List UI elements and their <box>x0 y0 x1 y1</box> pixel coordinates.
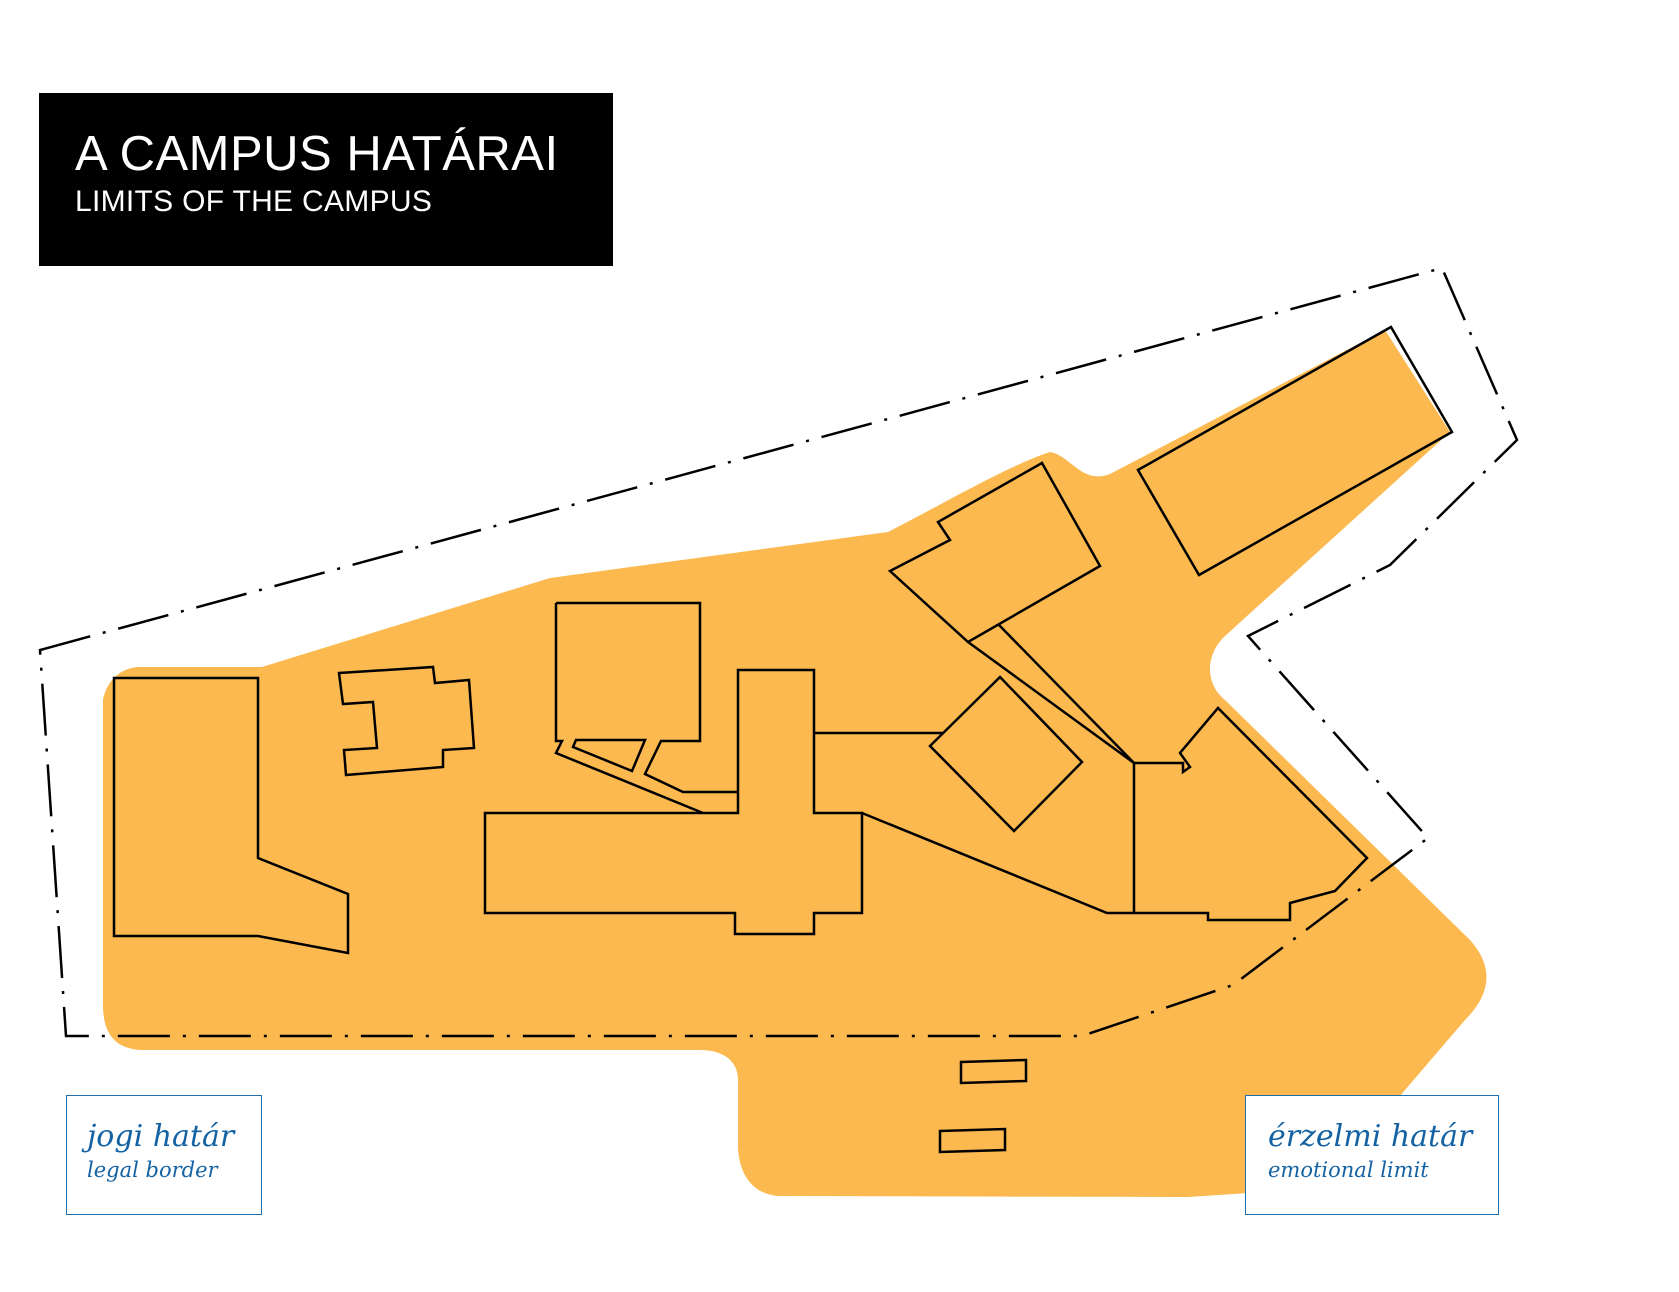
building-diamond <box>928 675 1084 833</box>
outbuilding-2 <box>938 1127 1007 1154</box>
building-northeast <box>1136 325 1454 577</box>
legend-emotional-limit: érzelmi határ emotional limit <box>1245 1095 1499 1215</box>
buildings <box>112 325 1454 1154</box>
building-wedge <box>571 738 647 773</box>
legal-border-line <box>38 266 1519 1038</box>
building-small-h <box>337 665 476 777</box>
map-subtitle: LIMITS OF THE CAMPUS <box>75 185 433 218</box>
legend-emotional-label: érzelmi határ <box>1268 1119 1473 1154</box>
corridor-diagonal <box>861 811 1134 915</box>
map-title: A CAMPUS HATÁRAI <box>75 127 559 181</box>
legend-legal-translation: legal border <box>87 1158 218 1182</box>
building-square-base-left <box>554 603 704 815</box>
outbuilding-1 <box>959 1058 1028 1085</box>
building-west <box>112 676 350 955</box>
legend-legal-label: jogi határ <box>87 1119 235 1154</box>
legend-legal-border: jogi határ legal border <box>66 1095 262 1215</box>
emotional-limit-area <box>103 330 1487 1197</box>
building-east <box>1134 706 1369 922</box>
building-central-cross <box>483 668 864 936</box>
title-block: A CAMPUS HATÁRAI LIMITS OF THE CAMPUS <box>39 93 613 266</box>
legend-emotional-translation: emotional limit <box>1268 1158 1429 1182</box>
building-north <box>887 461 1102 644</box>
building-square-north <box>556 601 738 794</box>
